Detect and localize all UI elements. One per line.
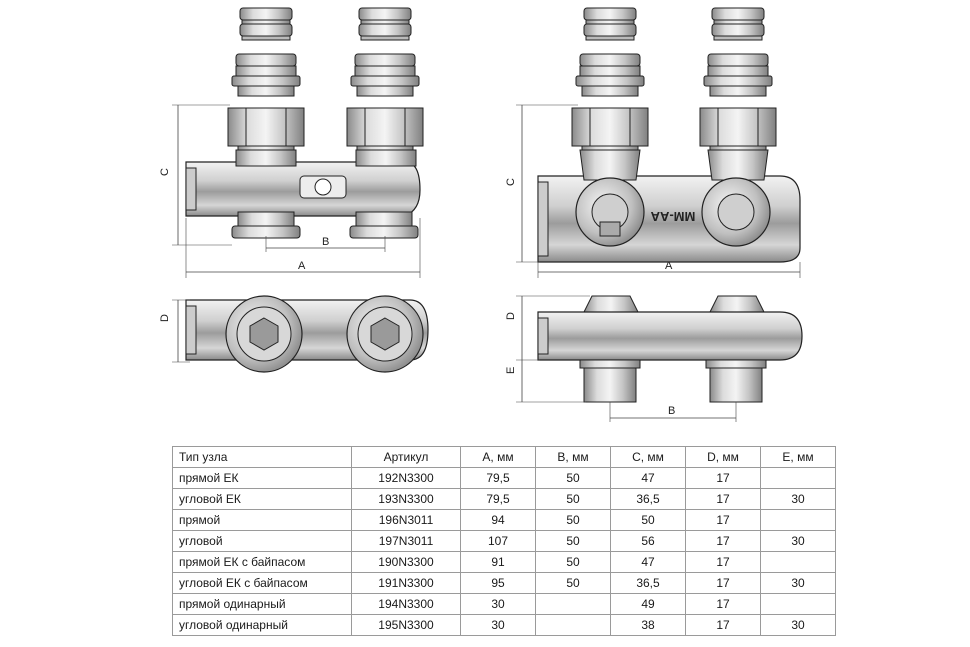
cell-a: 94 bbox=[460, 509, 536, 531]
cell-article: 194N3300 bbox=[351, 593, 461, 615]
cell-c: 36,5 bbox=[610, 488, 686, 510]
cell-b: 50 bbox=[535, 509, 611, 531]
cell-a: 107 bbox=[460, 530, 536, 552]
cell-article: 195N3300 bbox=[351, 614, 461, 636]
col-header-c: C, мм bbox=[610, 446, 686, 468]
cell-d: 17 bbox=[685, 572, 761, 594]
table-header-row: Тип узла Артикул A, мм B, мм C, мм D, мм… bbox=[172, 446, 836, 468]
cell-e bbox=[760, 593, 836, 615]
cell-c: 49 bbox=[610, 593, 686, 615]
cell-c: 47 bbox=[610, 551, 686, 573]
col-header-a: A, мм bbox=[460, 446, 536, 468]
cell-d: 17 bbox=[685, 551, 761, 573]
dim-label-d-left: D bbox=[159, 314, 171, 322]
table-row: угловой ЕК 193N3300 79,5 50 36,5 17 30 bbox=[172, 488, 836, 510]
col-header-b: B, мм bbox=[535, 446, 611, 468]
cell-type: прямой ЕК с байпасом bbox=[172, 551, 352, 573]
top-view-straight: D bbox=[159, 295, 429, 373]
body-marking: MM-AA bbox=[650, 209, 695, 224]
dim-label-e-right: E bbox=[505, 367, 517, 374]
cell-c: 50 bbox=[610, 509, 686, 531]
cell-b: 50 bbox=[535, 551, 611, 573]
cell-c: 56 bbox=[610, 530, 686, 552]
cell-b: 50 bbox=[535, 488, 611, 510]
table-row: угловой ЕК с байпасом 191N3300 95 50 36,… bbox=[172, 572, 836, 594]
col-header-e: E, мм bbox=[760, 446, 836, 468]
side-view-angled: D E B bbox=[505, 295, 803, 422]
cell-type: угловой ЕК bbox=[172, 488, 352, 510]
dim-label-d-right: D bbox=[505, 312, 517, 320]
cell-type: угловой ЕК с байпасом bbox=[172, 572, 352, 594]
cell-type: прямой bbox=[172, 509, 352, 531]
spec-table: Тип узла Артикул A, мм B, мм C, мм D, мм… bbox=[172, 446, 836, 636]
table-row: прямой ЕК 192N3300 79,5 50 47 17 bbox=[172, 467, 836, 489]
cell-e: 30 bbox=[760, 488, 836, 510]
cell-a: 95 bbox=[460, 572, 536, 594]
cell-e bbox=[760, 551, 836, 573]
col-header-d: D, мм bbox=[685, 446, 761, 468]
cell-article: 192N3300 bbox=[351, 467, 461, 489]
cell-e: 30 bbox=[760, 572, 836, 594]
cell-article: 190N3300 bbox=[351, 551, 461, 573]
cell-d: 17 bbox=[685, 530, 761, 552]
dim-label-a-left: A bbox=[298, 260, 306, 272]
cell-b: 50 bbox=[535, 467, 611, 489]
dim-label-b-left: B bbox=[322, 236, 329, 248]
cell-d: 17 bbox=[685, 488, 761, 510]
cell-b bbox=[535, 614, 611, 636]
cell-a: 30 bbox=[460, 593, 536, 615]
col-header-article: Артикул bbox=[351, 446, 461, 468]
cell-d: 17 bbox=[685, 467, 761, 489]
front-view-straight: C B A bbox=[159, 7, 424, 278]
table-row: угловой одинарный 195N3300 30 38 17 30 bbox=[172, 614, 836, 636]
dim-label-a-right: A bbox=[665, 260, 673, 272]
cell-d: 17 bbox=[685, 614, 761, 636]
cell-article: 197N3011 bbox=[351, 530, 461, 552]
cell-a: 79,5 bbox=[460, 467, 536, 489]
dim-label-c-left: C bbox=[159, 168, 171, 176]
cell-c: 47 bbox=[610, 467, 686, 489]
cell-b bbox=[535, 593, 611, 615]
table-row: угловой 197N3011 107 50 56 17 30 bbox=[172, 530, 836, 552]
dim-label-c-right: C bbox=[505, 178, 517, 186]
front-view-angled: MM-AA C A bbox=[505, 7, 801, 278]
cell-a: 79,5 bbox=[460, 488, 536, 510]
cell-e bbox=[760, 509, 836, 531]
cell-article: 193N3300 bbox=[351, 488, 461, 510]
cell-e: 30 bbox=[760, 530, 836, 552]
cell-d: 17 bbox=[685, 593, 761, 615]
cell-c: 36,5 bbox=[610, 572, 686, 594]
table-row: прямой 196N3011 94 50 50 17 bbox=[172, 509, 836, 531]
cell-type: прямой ЕК bbox=[172, 467, 352, 489]
cell-c: 38 bbox=[610, 614, 686, 636]
cell-b: 50 bbox=[535, 572, 611, 594]
dim-label-b-right: B bbox=[668, 405, 675, 417]
cell-e: 30 bbox=[760, 614, 836, 636]
cell-type: прямой одинарный bbox=[172, 593, 352, 615]
cell-type: угловой bbox=[172, 530, 352, 552]
table-row: прямой ЕК с байпасом 190N3300 91 50 47 1… bbox=[172, 551, 836, 573]
cell-type: угловой одинарный bbox=[172, 614, 352, 636]
cell-b: 50 bbox=[535, 530, 611, 552]
cell-e bbox=[760, 467, 836, 489]
cell-d: 17 bbox=[685, 509, 761, 531]
col-header-type: Тип узла bbox=[172, 446, 352, 468]
cell-a: 30 bbox=[460, 614, 536, 636]
cell-a: 91 bbox=[460, 551, 536, 573]
technical-drawing: C B A D MM-AA bbox=[159, 7, 803, 422]
cell-article: 196N3011 bbox=[351, 509, 461, 531]
table-row: прямой одинарный 194N3300 30 49 17 bbox=[172, 593, 836, 615]
cell-article: 191N3300 bbox=[351, 572, 461, 594]
